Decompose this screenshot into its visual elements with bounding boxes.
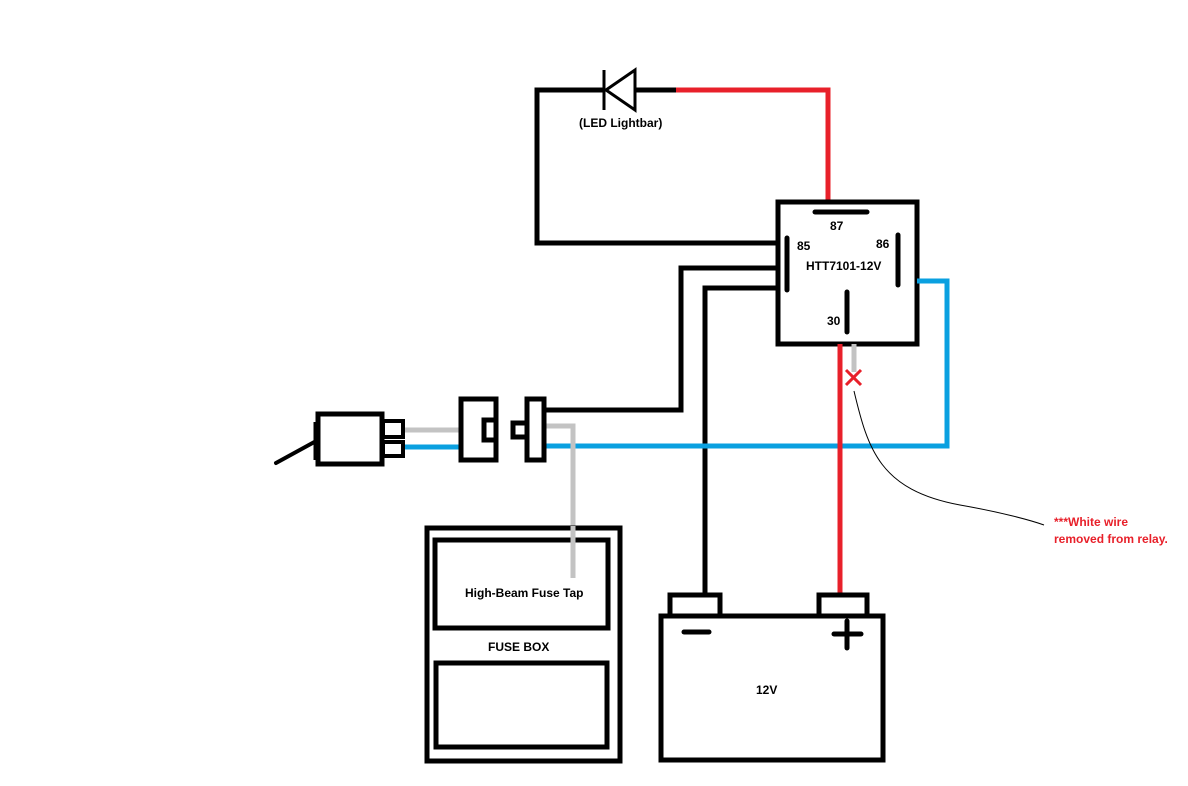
- battery-plus-icon: [831, 618, 864, 651]
- toggle-switch: [274, 411, 405, 467]
- relay-model-label: HTT7101-12V: [806, 259, 881, 273]
- blue-wire: [404, 278, 950, 450]
- relay-pin-30-label: 30: [827, 314, 841, 328]
- led-black-wire: [534, 87, 778, 246]
- led-red-wire: [676, 87, 831, 202]
- fuse-box-label: FUSE BOX: [488, 640, 549, 654]
- fuse-box: [424, 525, 623, 764]
- relay-pin-85-label: 85: [797, 239, 811, 253]
- relay-pin-87-label: 87: [830, 219, 844, 233]
- annotation-leader-line: [853, 390, 1045, 526]
- battery-voltage-label: 12V: [756, 683, 777, 697]
- switch-lever-icon: [274, 438, 320, 465]
- removed-x-icon: [844, 368, 863, 387]
- battery: [658, 592, 886, 763]
- annotation-line-1: ***White wire: [1054, 515, 1128, 529]
- fuse-tap-label: High-Beam Fuse Tap: [465, 586, 583, 600]
- connector-plug: [458, 396, 547, 463]
- annotation-line-2: removed from relay.: [1054, 532, 1168, 546]
- led-lightbar-label: (LED Lightbar): [579, 116, 662, 130]
- relay-pin-86-label: 86: [876, 237, 890, 251]
- relay: [775, 199, 920, 347]
- relay-ground-wires: [545, 265, 778, 596]
- diode-icon: [602, 67, 637, 113]
